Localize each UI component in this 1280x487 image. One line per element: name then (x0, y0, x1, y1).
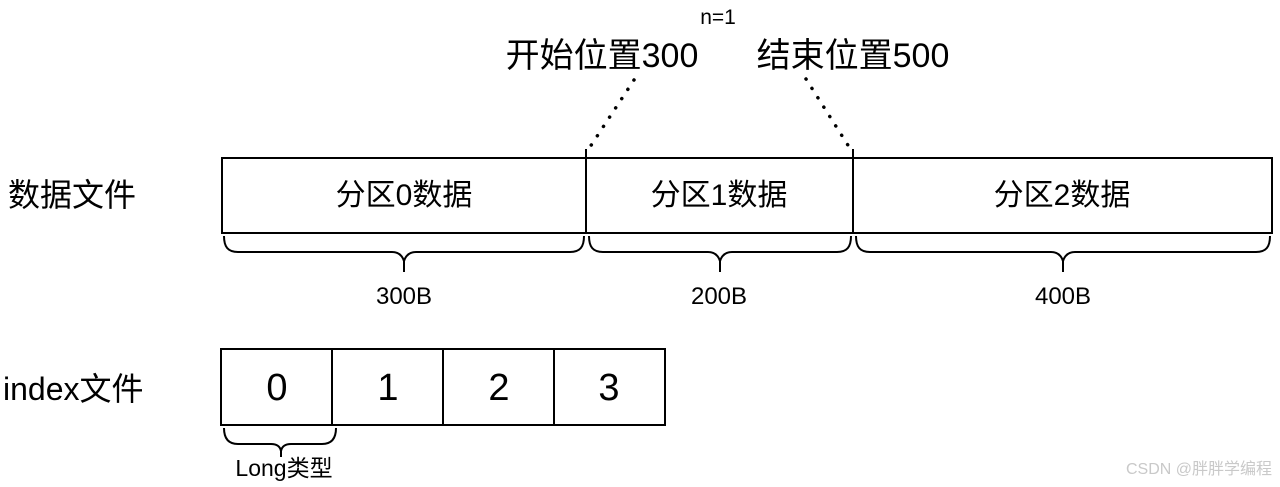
data-file-label: 数据文件 (8, 177, 137, 213)
dotted-leader-start (586, 78, 636, 152)
partition-2-size: 400B (1034, 283, 1092, 310)
index-cell-1: 1 (377, 367, 399, 409)
watermark-text: CSDN @胖胖学编程 (1125, 461, 1272, 478)
partition-0-name: 分区0数据 (335, 179, 473, 212)
dotted-leader-end (804, 77, 853, 152)
brace-long-type (223, 427, 337, 457)
partition-1-size: 200B (690, 283, 748, 310)
partition-0-size: 300B (375, 283, 433, 310)
n-equals-label: n=1 (700, 6, 736, 29)
long-type-label: Long类型 (235, 455, 333, 481)
partition-2-name: 分区2数据 (993, 179, 1131, 212)
index-cell-0: 0 (266, 367, 288, 409)
index-file-label: index文件 (3, 371, 144, 407)
brace-partition-1 (588, 235, 852, 272)
end-position-label: 结束位置500 (756, 37, 950, 75)
brace-partition-2 (855, 235, 1271, 272)
data-file-bar (221, 157, 1273, 234)
partition-1-name: 分区1数据 (650, 179, 788, 212)
brace-partition-0 (223, 235, 585, 272)
start-position-label: 开始位置300 (505, 37, 699, 75)
index-cell-3: 3 (598, 367, 620, 409)
index-cell-2: 2 (488, 367, 510, 409)
